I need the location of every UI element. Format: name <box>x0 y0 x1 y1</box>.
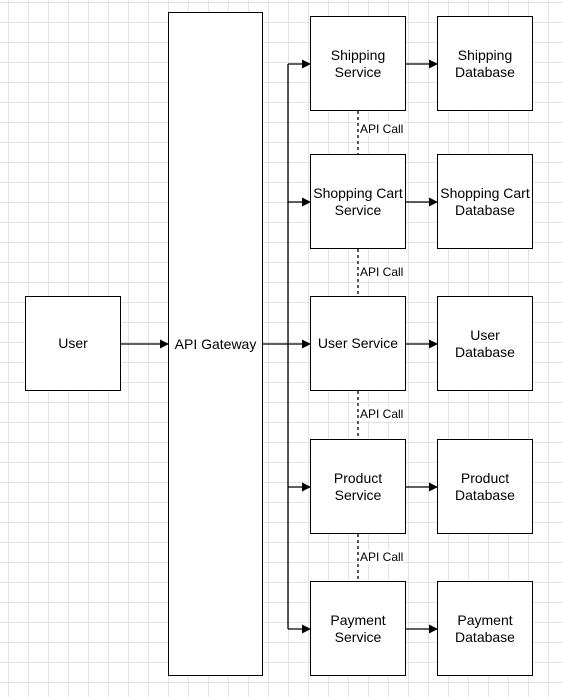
shopping-cart-database-node[interactable]: Shopping Cart Database <box>437 154 533 249</box>
shopping-cart-service-node[interactable]: Shopping Cart Service <box>310 154 406 249</box>
user-database-node[interactable]: User Database <box>437 296 533 391</box>
user-node[interactable]: User <box>25 296 121 391</box>
payment-database-node[interactable]: Payment Database <box>437 581 533 676</box>
shipping-database-node[interactable]: Shipping Database <box>437 16 533 111</box>
api-call-label: API Call <box>359 265 405 279</box>
api-call-label: API Call <box>359 407 405 421</box>
api-gateway-node[interactable]: API Gateway <box>168 12 263 676</box>
api-call-label: API Call <box>359 550 405 564</box>
api-call-label: API Call <box>359 122 405 136</box>
shipping-service-node[interactable]: Shipping Service <box>310 16 406 111</box>
gateway-trunk-line <box>263 64 289 629</box>
user-service-node[interactable]: User Service <box>310 296 406 391</box>
product-service-node[interactable]: Product Service <box>310 439 406 534</box>
payment-service-node[interactable]: Payment Service <box>310 581 406 676</box>
product-database-node[interactable]: Product Database <box>437 439 533 534</box>
